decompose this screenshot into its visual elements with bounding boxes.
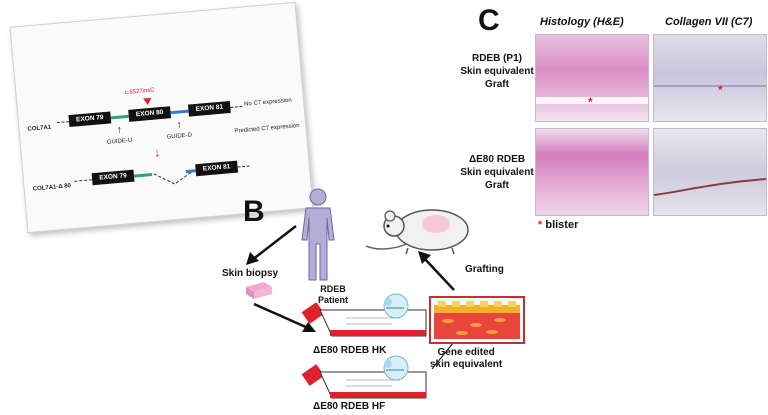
no-c7-expression: No C7 expression bbox=[243, 97, 292, 108]
arrow-biopsy-to-hk bbox=[253, 302, 316, 332]
mutation-label: c.6527insC bbox=[124, 87, 155, 97]
exon-81-box-edited: EXON 81 bbox=[195, 160, 239, 177]
green-link-2 bbox=[133, 173, 153, 178]
he-rdeb-image: * bbox=[535, 34, 649, 122]
panel-a-card: COL7A1 EXON 79 EXON 80 EXON 81 No C7 exp… bbox=[9, 1, 314, 234]
blister-legend: * blister bbox=[538, 219, 578, 231]
histology-column-header: Histology (H&E) bbox=[540, 16, 624, 28]
he-edited-image bbox=[535, 128, 649, 216]
skin-equivalent-well-icon bbox=[429, 296, 525, 344]
dashed-link-right-2 bbox=[237, 165, 250, 168]
guide-d-arrow-icon: ↑ bbox=[176, 119, 183, 131]
mutation-marker-icon bbox=[143, 97, 152, 106]
guide-u-label: GUIDE-U bbox=[106, 137, 133, 146]
mouse-icon bbox=[365, 209, 469, 255]
row-label-edited: ΔE80 RDEB Skin equivalent Graft bbox=[460, 154, 534, 191]
collagen-column-header: Collagen VII (C7) bbox=[665, 16, 753, 28]
hf-label: ΔE80 RDEB HF bbox=[313, 401, 386, 412]
gene-label: COL7A1 bbox=[27, 124, 52, 133]
grafting-label: Grafting bbox=[465, 264, 504, 275]
blister-legend-marker: * bbox=[538, 219, 543, 231]
c7-rdeb-image: * bbox=[653, 34, 767, 122]
grafting-arrow bbox=[418, 251, 455, 291]
gene-edited-skin-label: Gene edited skin equivalent bbox=[430, 347, 503, 370]
blister-legend-label: blister bbox=[545, 219, 579, 231]
gene-edited-label: COL7A1-Δ 80 bbox=[32, 183, 72, 193]
dashed-link-right-1 bbox=[230, 105, 243, 108]
exon-79-box-edited: EXON 79 bbox=[91, 169, 135, 186]
rdeb-patient-label: RDEB Patient bbox=[318, 284, 349, 305]
blue-link-1 bbox=[170, 109, 189, 115]
blister-marker-c7: * bbox=[718, 83, 723, 97]
row-label-rdeb: RDEB (P1) Skin equivalent Graft bbox=[460, 53, 534, 90]
dashed-link-left-2 bbox=[74, 179, 93, 182]
exon-81-box: EXON 81 bbox=[187, 100, 231, 117]
patient-figure-icon bbox=[301, 188, 335, 281]
panel-b-letter: B bbox=[243, 195, 265, 228]
c7-edited-image bbox=[653, 128, 767, 216]
c7-rdeb-layer bbox=[654, 85, 766, 87]
exon-80-box: EXON 80 bbox=[128, 106, 172, 122]
panel-c-letter: C bbox=[478, 4, 500, 37]
dashed-link-left-1 bbox=[57, 121, 70, 124]
exon-79-box: EXON 79 bbox=[68, 111, 112, 128]
guide-d-label: GUIDE-D bbox=[166, 132, 193, 141]
splice-junction bbox=[153, 169, 195, 185]
he-rdeb-gap bbox=[536, 97, 648, 104]
skin-biopsy-icon bbox=[246, 282, 272, 299]
arrow-patient-to-biopsy bbox=[246, 225, 297, 265]
hk-label: ΔE80 RDEB HK bbox=[313, 345, 387, 356]
blister-marker: * bbox=[588, 95, 593, 109]
guide-u-arrow-icon: ↑ bbox=[116, 124, 123, 136]
down-arrow-icon: ↓ bbox=[153, 145, 161, 160]
skin-biopsy-label: Skin biopsy bbox=[222, 268, 279, 279]
green-link-1 bbox=[110, 114, 129, 120]
hf-culture-flask-icon bbox=[301, 355, 427, 399]
c7-basement-membrane bbox=[654, 178, 766, 196]
hk-culture-flask-icon bbox=[301, 293, 427, 337]
predicted-c7-expression: Predicted C7 expression bbox=[234, 123, 300, 135]
